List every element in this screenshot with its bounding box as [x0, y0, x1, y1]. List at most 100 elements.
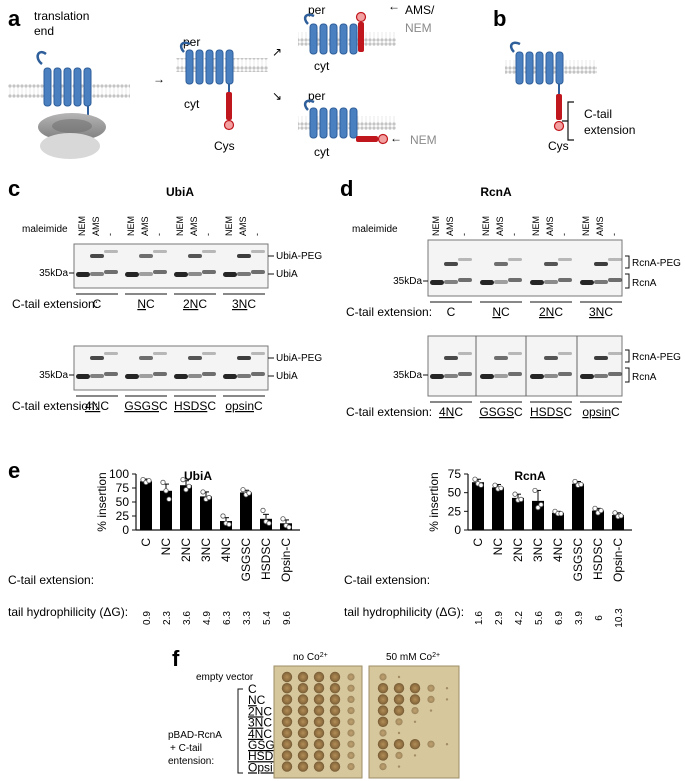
panel-f-letter: f — [172, 646, 180, 671]
gel-band — [76, 374, 90, 379]
gel-band — [544, 262, 558, 266]
data-point — [246, 490, 252, 496]
cys-residue — [223, 119, 235, 131]
bar — [200, 496, 212, 530]
gel-band — [558, 372, 572, 376]
gel-band — [494, 262, 508, 266]
gel-band — [544, 374, 558, 378]
gel-band — [104, 270, 118, 274]
ext-group-label-rest: C — [611, 405, 620, 419]
gel-band — [251, 270, 265, 274]
data-point — [200, 489, 206, 495]
gel-band — [104, 352, 118, 355]
cys-label: Cys — [214, 139, 235, 153]
gel-band — [153, 352, 167, 355]
ext-group-label-rest: C — [447, 305, 456, 319]
colony-spot — [409, 683, 421, 694]
colony-spot — [393, 705, 405, 716]
panel_c-title: UbiA — [166, 185, 194, 199]
ext-group-label-rest: C — [563, 405, 572, 419]
ext-group-label: 2NC — [183, 297, 207, 311]
colony-spot — [395, 751, 403, 760]
colony-spot — [409, 739, 421, 750]
band-label: UbiA — [276, 269, 298, 280]
ext-group-label: 3NC — [232, 297, 256, 311]
colony-spot — [281, 716, 293, 727]
gel-band — [458, 278, 472, 282]
gel-band — [508, 352, 522, 355]
colony-spot — [347, 729, 355, 737]
colony-spot — [347, 763, 355, 771]
gel-band — [174, 374, 188, 379]
colony-spot — [313, 739, 325, 750]
panel-a: a translation end → per — [8, 0, 437, 159]
gel-band — [202, 372, 216, 376]
ext-label-e-right: C-tail extension: — [344, 573, 430, 587]
data-point — [472, 476, 478, 482]
data-point — [180, 476, 186, 483]
gel-band — [223, 374, 237, 379]
strain-row-label: NC — [248, 693, 266, 707]
gel-band — [508, 372, 522, 376]
gel-band — [90, 254, 104, 258]
colony-spot — [329, 727, 341, 739]
colony-spot — [329, 750, 341, 761]
gel-band — [608, 372, 622, 376]
nem-label-bottom: NEM — [410, 133, 437, 147]
gel-band — [444, 374, 458, 378]
blot-bottom — [427, 335, 623, 397]
ext-group-label-underlined: 4N — [85, 399, 100, 413]
colony-spot — [347, 740, 355, 748]
colony-spot — [379, 673, 387, 681]
category-label: 4NC — [551, 538, 565, 562]
data-point — [512, 491, 518, 497]
data-point — [146, 478, 152, 484]
gel-band — [202, 352, 216, 355]
cond-no-co: no Co2+ — [293, 652, 328, 664]
data-point — [186, 483, 192, 489]
hydrophilicity-value: 2.3 — [162, 611, 173, 625]
chart-title: RcnA — [514, 469, 546, 483]
gel-band — [139, 374, 153, 378]
band-label: RcnA — [632, 278, 657, 289]
colony-spot — [347, 718, 355, 726]
bar — [512, 497, 524, 530]
gel-band — [494, 356, 508, 360]
bracket — [625, 273, 630, 289]
data-point — [612, 510, 618, 516]
data-point — [163, 488, 169, 494]
peg-label: RcnA-PEG — [632, 258, 681, 269]
c-tail-label-2: extension — [584, 123, 635, 137]
ext-group-label-rest: C — [146, 297, 155, 311]
ext-group-label-rest: C — [604, 305, 613, 319]
ext-group-label-rest: C — [93, 297, 102, 311]
gel-band — [480, 374, 494, 379]
hydrophilicity-value: 2.9 — [494, 611, 505, 625]
svg-text:cyt: cyt — [314, 59, 330, 73]
colony-spot — [347, 684, 355, 692]
colony-spot-faint — [429, 709, 433, 712]
gel-band — [480, 280, 494, 285]
gel-band — [237, 254, 251, 258]
strain-row-label-underlined: N — [248, 693, 257, 707]
panel_d-title: RcnA — [480, 185, 512, 199]
gel-band — [594, 356, 608, 360]
category-label: 3NC — [531, 538, 545, 562]
data-point — [160, 479, 166, 485]
ext-group-label-rest: C — [159, 399, 168, 413]
gel-band — [237, 272, 251, 276]
ext-group-label-rest: C — [207, 399, 216, 413]
side-label-1: pBAD-RcnA — [168, 730, 222, 741]
gel-band — [139, 272, 153, 276]
gel-band — [125, 272, 139, 277]
lane-label: AMS — [445, 216, 455, 236]
colony-spot-faint — [397, 675, 401, 679]
band-label: UbiA — [276, 371, 298, 382]
y-tick-label: 75 — [116, 481, 130, 495]
ext-group-label-underlined: opsin — [582, 405, 611, 419]
gel-band — [458, 372, 472, 376]
category-label: 2NC — [511, 538, 525, 562]
lane-label: AMS — [495, 216, 505, 236]
gel-band — [153, 372, 167, 376]
